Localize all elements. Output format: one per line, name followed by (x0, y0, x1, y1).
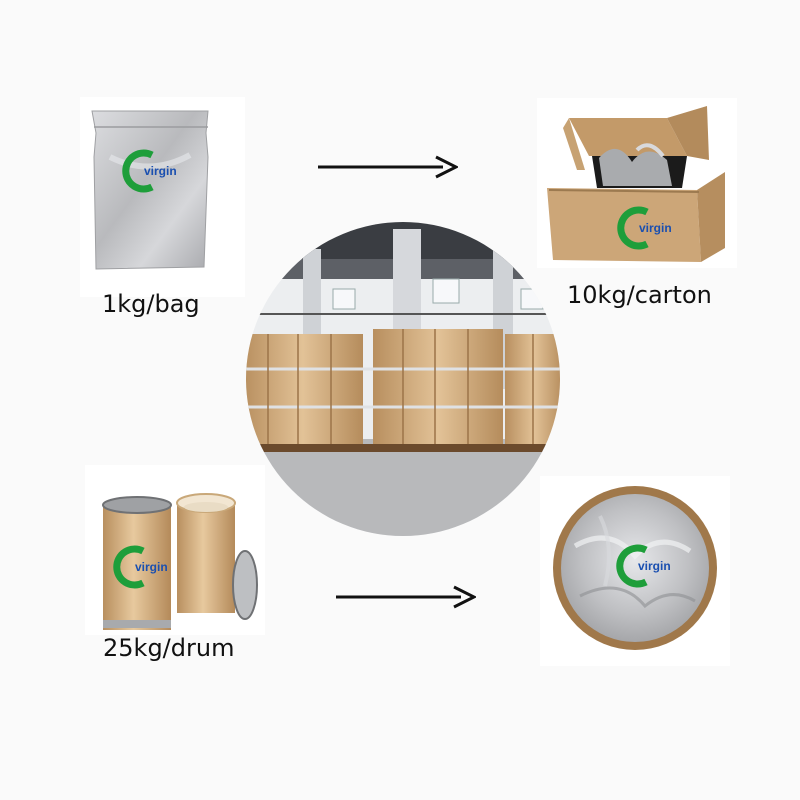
carton-box-image (547, 106, 725, 262)
caption-bag: 1kg/bag (102, 290, 200, 318)
bag-panel: virgin (80, 97, 245, 297)
fiber-drum-image (102, 493, 258, 630)
logo-text: virgin (135, 560, 168, 574)
caption-drum: 25kg/drum (103, 634, 235, 662)
warehouse-photo (246, 222, 560, 536)
right-arrow-icon (318, 155, 458, 179)
logo-text: virgin (639, 221, 672, 235)
foil-bag-image (91, 110, 209, 270)
right-arrow-icon (336, 585, 476, 609)
logo-text: virgin (144, 164, 177, 178)
drum-panel: virgin (85, 465, 265, 635)
virgin-logo: virgin (616, 544, 671, 588)
virgin-logo: virgin (122, 149, 177, 193)
virgin-logo: virgin (113, 545, 168, 589)
caption-carton: 10kg/carton (567, 281, 712, 309)
drum-top-panel: virgin (540, 476, 730, 666)
logo-text: virgin (638, 559, 671, 573)
virgin-logo: virgin (617, 206, 672, 250)
carton-panel: virgin (537, 98, 737, 268)
drum-top-view-image (553, 486, 717, 650)
